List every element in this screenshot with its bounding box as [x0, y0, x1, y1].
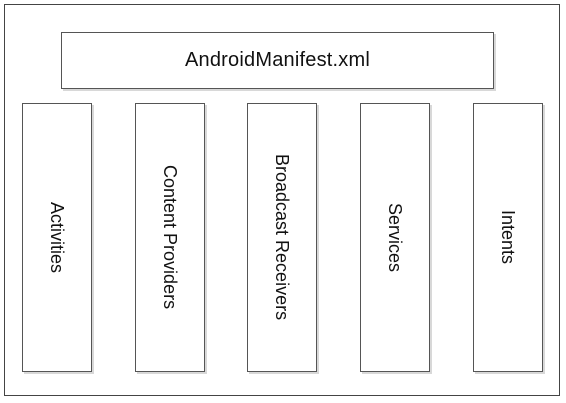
broadcast-receivers-box: Broadcast Receivers: [247, 103, 317, 372]
intents-box: Intents: [473, 103, 543, 372]
content-providers-label: Content Providers: [160, 165, 180, 310]
content-providers-box: Content Providers: [135, 103, 205, 372]
broadcast-receivers-label: Broadcast Receivers: [272, 154, 292, 321]
manifest-box: AndroidManifest.xml: [61, 32, 494, 89]
activities-label: Activities: [47, 201, 67, 273]
intents-label: Intents: [498, 210, 518, 265]
services-label: Services: [385, 202, 405, 273]
activities-box: Activities: [22, 103, 92, 372]
manifest-label: AndroidManifest.xml: [185, 49, 370, 71]
services-box: Services: [360, 103, 430, 372]
